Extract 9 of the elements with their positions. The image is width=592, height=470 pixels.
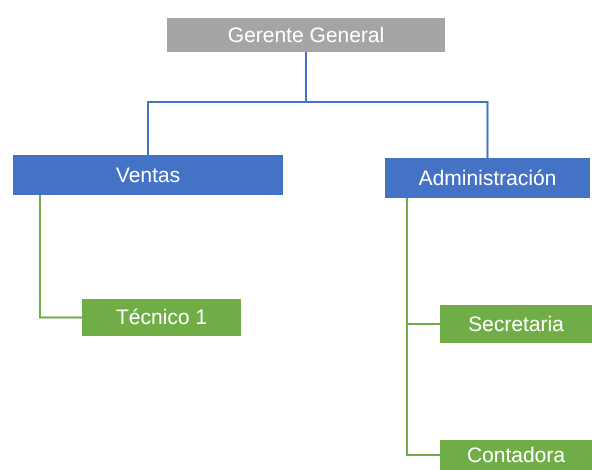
staff-box: Contadora [440, 440, 592, 470]
staff-box: Secretaria [440, 305, 592, 343]
connector-line [305, 52, 488, 158]
connector-line [406, 198, 440, 456]
manager-box: Gerente General [167, 18, 445, 52]
department-box: Ventas [13, 155, 283, 195]
staff-box: Técnico 1 [82, 299, 241, 336]
connector-line [39, 195, 82, 318]
department-box: Administración [385, 158, 590, 198]
